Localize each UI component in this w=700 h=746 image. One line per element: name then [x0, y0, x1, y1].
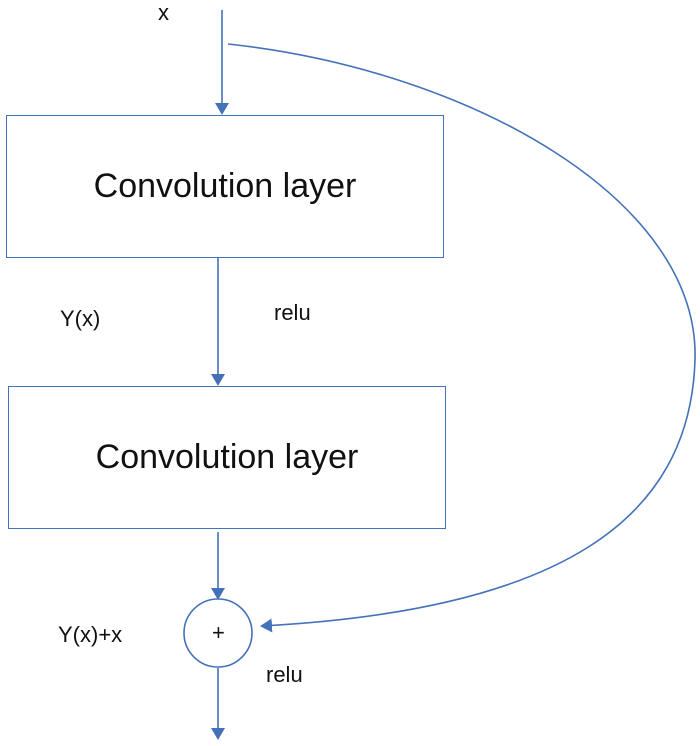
sum-output-label: Y(x)+x: [58, 622, 123, 647]
convolution-block-2: Convolution layer: [8, 386, 446, 529]
convolution-block-1: Convolution layer: [6, 115, 444, 258]
activation2-label: relu: [266, 662, 303, 687]
input-label: x: [158, 0, 169, 25]
convolution-block-1-label: Convolution layer: [93, 167, 357, 205]
activation1-label: relu: [274, 300, 311, 325]
conv1-output-label: Y(x): [60, 306, 101, 331]
convolution-block-2-label: Convolution layer: [95, 438, 359, 476]
skip-connection-curve: [227, 43, 696, 633]
sum-operator: +: [212, 620, 225, 645]
sum-node: [183, 598, 253, 668]
